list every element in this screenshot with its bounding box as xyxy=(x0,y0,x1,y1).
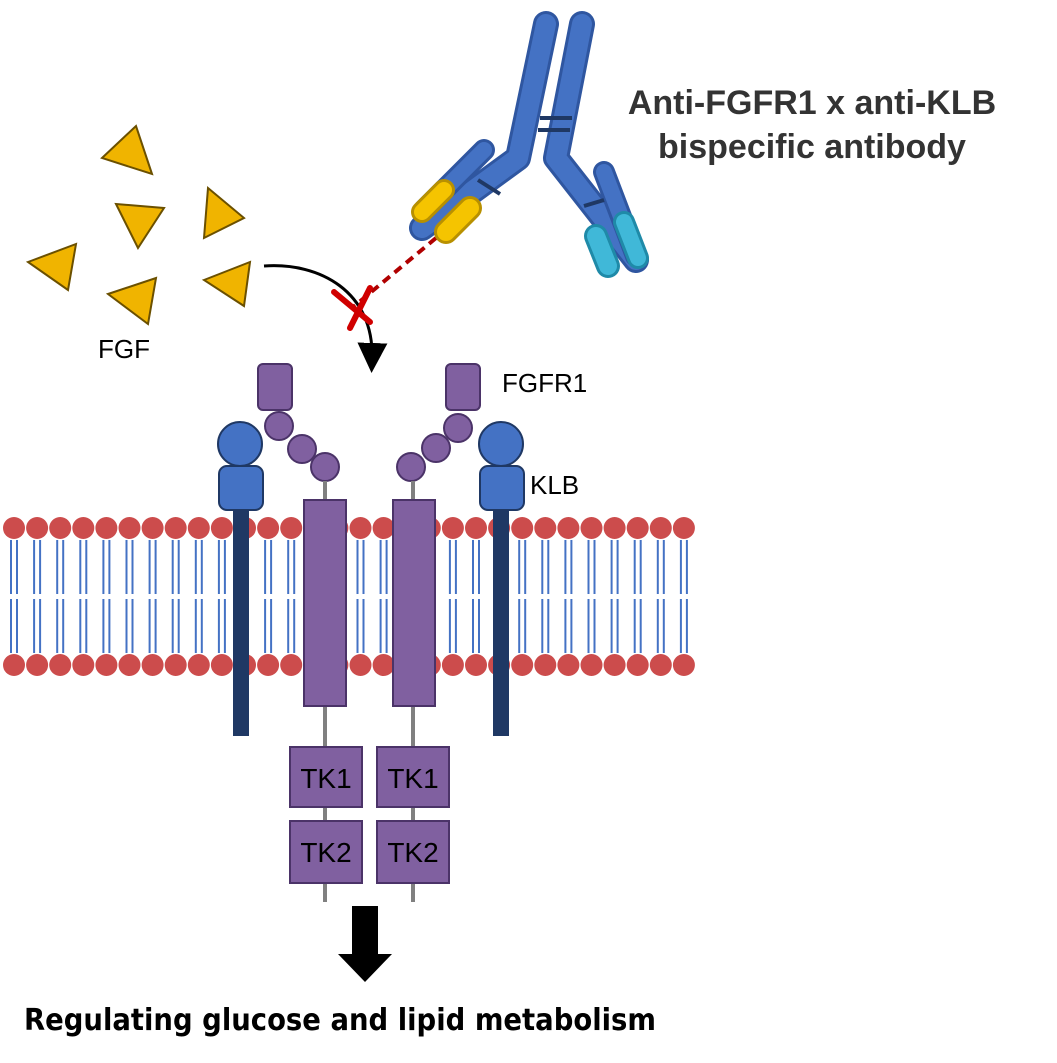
lipid-head xyxy=(141,654,164,676)
lipid-head xyxy=(465,654,487,676)
tk1-domain xyxy=(376,746,450,808)
lipid-head xyxy=(49,654,72,676)
lipid-head xyxy=(649,517,672,539)
tk1-label-right: TK1 xyxy=(387,763,438,794)
fgf-ligand xyxy=(201,260,252,308)
lipid-head xyxy=(349,654,372,676)
lipid-head xyxy=(580,517,603,539)
lipid-head xyxy=(3,654,25,676)
lipid-head xyxy=(441,654,464,676)
lipid-head xyxy=(210,517,233,539)
lipid-head xyxy=(280,654,303,676)
lipid-head xyxy=(72,654,95,676)
cell-membrane xyxy=(3,517,695,676)
lipid-head xyxy=(257,654,280,676)
lipid-head xyxy=(95,517,118,539)
lipid-head xyxy=(118,654,141,676)
lipid-head xyxy=(511,654,534,676)
lipid-head xyxy=(534,517,557,539)
lipid-head xyxy=(511,517,534,539)
lipid-head xyxy=(349,517,372,539)
lipid-head xyxy=(164,654,187,676)
tk1-label-left: TK1 xyxy=(300,763,351,794)
lipid-head xyxy=(72,517,95,539)
lipid-head xyxy=(557,654,580,676)
fgf-ligand xyxy=(202,185,246,240)
fgfr1-label: FGFR1 xyxy=(502,368,587,398)
lipid-head xyxy=(141,517,164,539)
outcome-text: Regulating glucose and lipid metabolism xyxy=(24,1003,656,1038)
fgf-ligand xyxy=(114,202,166,251)
lipid-head xyxy=(580,654,603,676)
lipid-head xyxy=(372,517,395,539)
fgf-label: FGF xyxy=(98,334,150,364)
down-arrow-icon xyxy=(338,906,392,982)
antibody-title-line2: bispecific antibody xyxy=(658,128,966,166)
lipid-head xyxy=(672,654,695,676)
lipid-head xyxy=(557,517,580,539)
lipid-head xyxy=(603,517,626,539)
lipid-head xyxy=(257,517,280,539)
lipid-head xyxy=(649,654,672,676)
lipid-head xyxy=(49,517,72,539)
tk1-domain xyxy=(289,746,363,808)
lipid-head xyxy=(210,654,233,676)
bispecific-antibody-icon xyxy=(409,11,649,278)
klb-right xyxy=(478,421,525,736)
klb-label: KLB xyxy=(530,470,579,500)
lipid-head xyxy=(441,517,464,539)
tk2-label-right: TK2 xyxy=(387,837,438,868)
lipid-head xyxy=(626,654,649,676)
lipid-head xyxy=(118,517,141,539)
fgf-ligand xyxy=(105,276,158,326)
binding-arrow xyxy=(263,264,388,373)
fgfr1-left xyxy=(257,363,363,902)
lipid-head xyxy=(465,517,487,539)
lipid-head xyxy=(187,517,210,539)
tk2-label-left: TK2 xyxy=(300,837,351,868)
tk2-domain xyxy=(376,820,450,884)
lipid-head xyxy=(187,654,210,676)
lipid-head xyxy=(372,654,395,676)
tk2-domain xyxy=(289,820,363,884)
lipid-head xyxy=(603,654,626,676)
block-x-icon xyxy=(331,285,373,331)
lipid-head xyxy=(626,517,649,539)
lipid-head xyxy=(164,517,187,539)
lipid-head xyxy=(672,517,695,539)
klb-left xyxy=(217,421,264,736)
lipid-head xyxy=(534,654,557,676)
lipid-head xyxy=(26,654,49,676)
lipid-head xyxy=(26,517,49,539)
fgf-ligand xyxy=(25,242,78,292)
fgfr1-right xyxy=(376,363,481,902)
lipid-head xyxy=(280,517,303,539)
lipid-head xyxy=(3,517,25,539)
lipid-head xyxy=(95,654,118,676)
antibody-title-line1: Anti-FGFR1 x anti-KLB xyxy=(628,84,996,122)
fgf-ligand xyxy=(100,124,154,176)
fgf-ligands xyxy=(25,124,252,326)
